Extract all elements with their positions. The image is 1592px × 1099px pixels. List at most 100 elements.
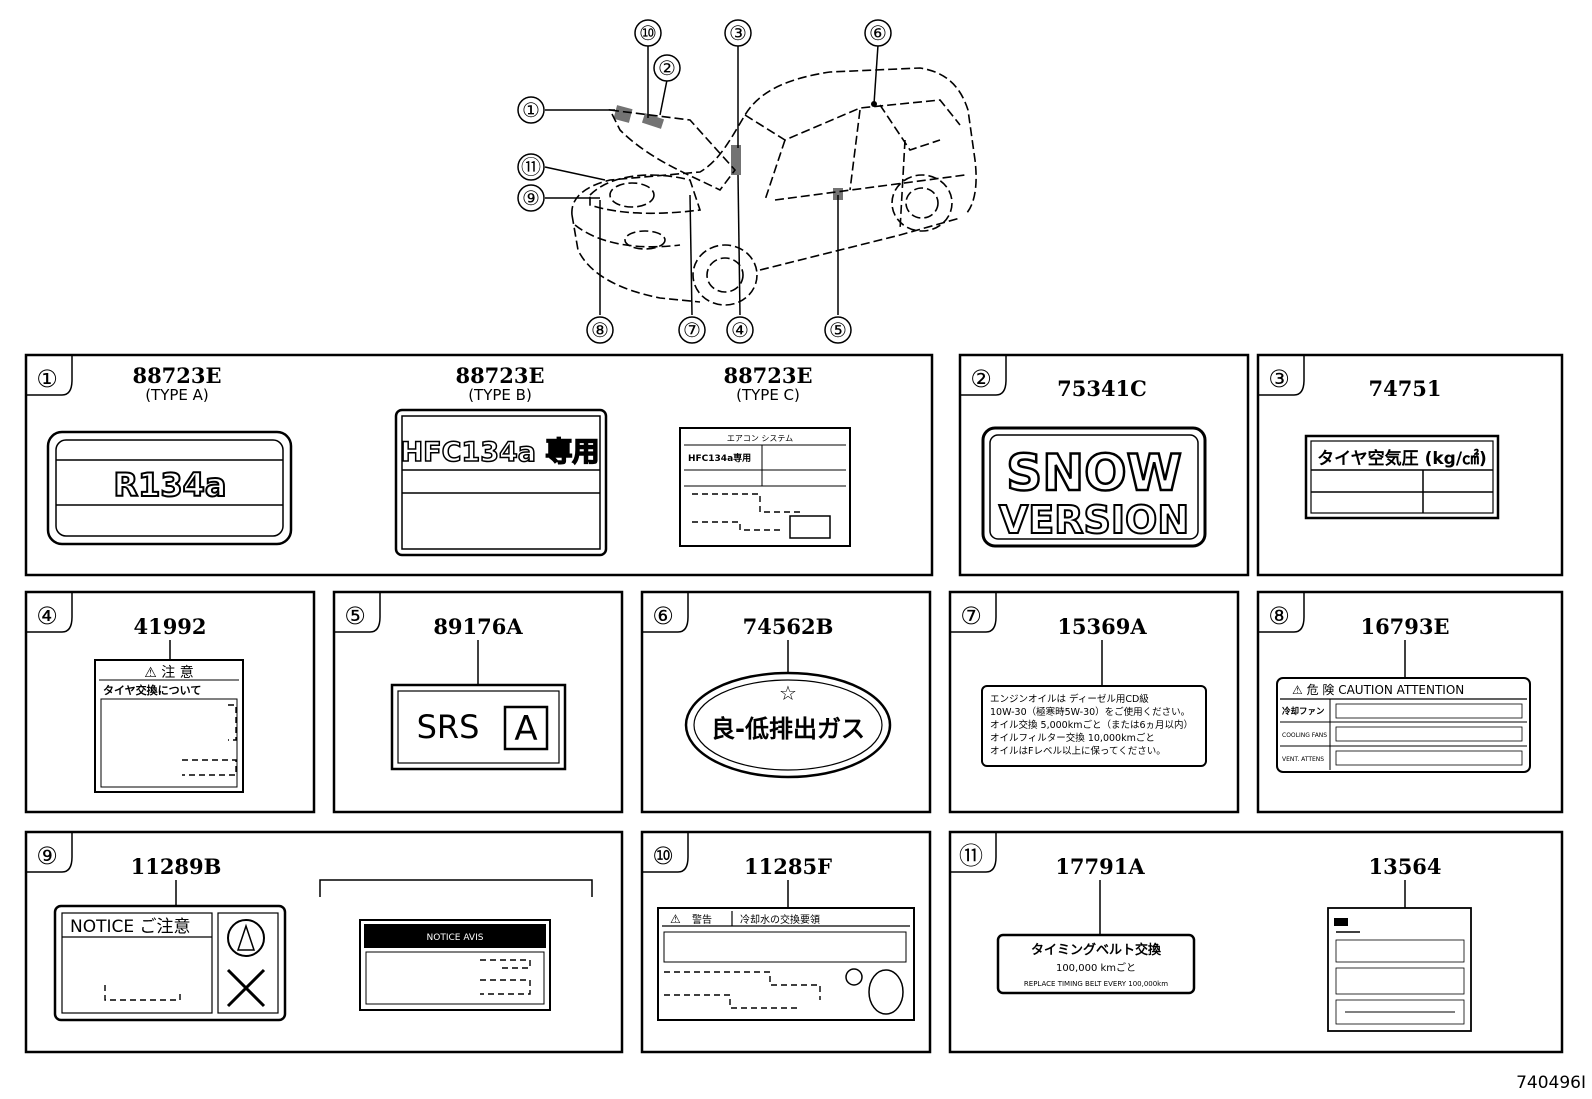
label-warn: 警告 [692,913,712,926]
label-line: エンジンオイルは ディーゼル用CD級 [990,693,1149,705]
label-line: タイヤ交換について [103,683,201,697]
label-fan-caution [1276,677,1531,773]
label-header: エアコン システム [727,434,793,443]
label-line: オイルフィルター交換 10,000kmごと [990,732,1155,744]
label-srs [390,683,567,771]
label-type-c [679,427,851,547]
panel-index: ② [970,365,992,393]
callout-1: ① [522,98,540,122]
warning-icon: ⚠ [670,912,681,926]
panel-8: ⑧ 16793E ⚠ 危 険 CAUTION ATTENTION 冷却ファン C… [1256,590,1564,814]
panel-1: ① 88723E (TYPE A) R134a 88723E (TYPE B) … [24,353,934,577]
callout-3: ③ [729,21,747,45]
label-star: ☆ [779,681,797,705]
part-number: 75341C [1057,376,1147,401]
part-number: 15369A [1057,614,1147,639]
label-tire-change [94,659,244,793]
part-number: 74751 [1368,376,1441,401]
panel-9: ⑨ 11289B NOTICE ご注意 NOTICE AVIS [24,830,624,1054]
label-header: 冷却水の交換要領 [740,913,820,926]
diagram-id: 740496I [1516,1073,1586,1093]
panel-index: ⑩ [652,842,674,870]
part-number: 41992 [133,614,206,639]
label-tire-pressure [1304,434,1500,520]
part-number: 88723E [723,363,812,388]
panel-index: ① [36,365,58,393]
label-header: ⚠ 危 険 CAUTION ATTENTION [1292,683,1464,697]
panel-index: ⑨ [36,842,58,870]
label-line-2: 100,000 kmごと [1056,961,1136,974]
panel-index: ④ [36,602,58,630]
callout-4: ④ [731,318,749,342]
label-line: 10W-30（極寒時5W-30）をご使用ください。 [990,706,1190,718]
part-number: 11285F [744,854,832,879]
panel-3: ③ 74751 タイヤ空気圧 (kg/㎠) [1256,353,1564,577]
label-header: ⚠ 注 意 [144,664,193,681]
label-text: 良-低排出ガス [711,715,865,743]
panel-index: ⑥ [652,602,674,630]
type-label: (TYPE B) [468,386,532,404]
panel-index: ③ [1268,365,1290,393]
label-header: NOTICE AVIS [427,933,484,943]
bulb-icon [845,968,863,986]
callout-11: ⑪ [521,155,541,179]
label-snow-version [981,426,1207,548]
label-text: R134a [113,466,226,504]
reservoir-icon [868,969,904,1015]
panel-index: ⑦ [960,602,982,630]
label-header: NOTICE ご注意 [70,917,191,937]
label-text: タイヤ空気圧 (kg/㎠) [1317,448,1487,469]
type-label: (TYPE A) [145,386,209,404]
panel-7: ⑦ 15369A エンジンオイルは ディーゼル用CD級 10W-30（極寒時5W… [948,590,1240,814]
label-timing-belt [996,933,1196,995]
callout-8: ⑧ [591,318,609,342]
panel-2: ② 75341C SNOW VERSION [958,353,1250,577]
callout-leaders [544,44,879,316]
label-13564 [1327,907,1472,1032]
part-number: 17791A [1055,854,1145,879]
part-number: 13564 [1368,854,1441,879]
panel-4: ④ 41992 ⚠ 注 意 タイヤ交換について [24,590,316,814]
label-line: オイル交換 5,000kmごと（または6ヵ月以内） [990,719,1193,731]
panel-index: ⑤ [344,602,366,630]
callout-5: ⑤ [829,318,847,342]
callout-10: ⑩ [639,21,657,45]
car-illustration [571,67,977,306]
part-number: 11289B [131,854,222,879]
part-number: 88723E [132,363,221,388]
label-low-emission [684,671,892,779]
label-line-1: タイミングベルト交換 [1031,942,1162,958]
part-number: 74562B [743,614,834,639]
person-icon [227,919,265,957]
callout-6: ⑥ [869,21,887,45]
label-line-3: REPLACE TIMING BELT EVERY 100,000km [1024,980,1168,988]
part-number: 16793E [1360,614,1449,639]
panel-5: ⑤ 89176A SRS A [332,590,624,814]
label-line-1: SNOW [1006,444,1182,502]
label-cell: HFC134a専用 [688,452,751,464]
part-number: 89176A [433,614,523,639]
label-line: オイルはFレベル以上に保ってください。 [990,745,1166,757]
label-hfc134a [394,408,608,557]
label-line-2: VERSION [999,498,1189,542]
label-text: SRS [417,708,480,746]
panel-index: ⑧ [1268,602,1290,630]
panel-index: ⑪ [959,842,983,870]
panel-11: ⑪ 17791A タイミングベルト交換 100,000 kmごと REPLACE… [948,830,1564,1054]
label-row: VENT. ATTENS [1282,756,1324,763]
label-engine-oil [981,685,1207,767]
no-entry-icon [226,968,266,1008]
callout-7: ⑦ [683,318,701,342]
callout-9: ⑨ [522,186,540,210]
label-row: 冷却ファン [1282,706,1325,717]
panel-10: ⑩ 11285F ⚠ 警告 冷却水の交換要領 [640,830,932,1054]
type-label: (TYPE C) [736,386,800,404]
panel-6: ⑥ 74562B ☆ 良-低排出ガス [640,590,932,814]
callout-2: ② [658,56,676,80]
label-text: HFC134a 専用 [401,437,600,468]
car-callouts: ① ② ③ ④ ⑤ ⑥ ⑦ ⑧ ⑨ ⑩ ⑪ [517,19,892,344]
label-row: COOLING FANS [1282,732,1327,739]
part-number: 88723E [455,363,544,388]
label-boxed-letter: A [514,709,537,749]
